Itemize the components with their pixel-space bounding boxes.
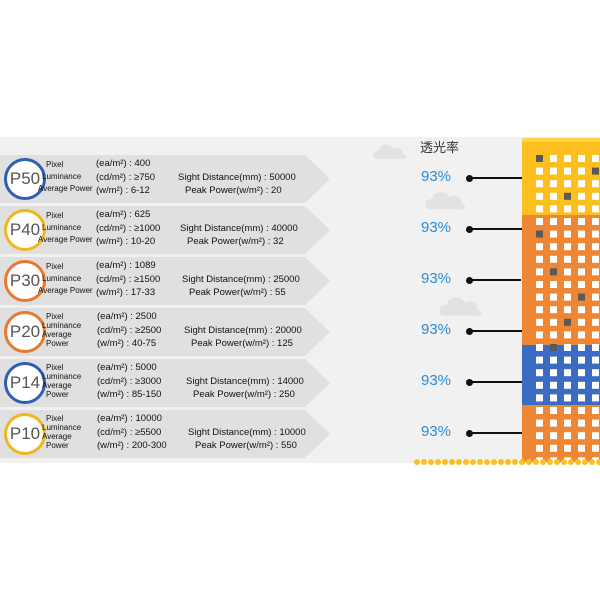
field-label: Average [42, 432, 72, 441]
transmittance-value: 93% [421, 270, 452, 287]
field-label: Pixel [46, 211, 64, 220]
transmittance-value: 93% [421, 219, 452, 236]
pixel-value: (ea/m²) : 625 [96, 209, 151, 220]
sight-distance-value: Sight Distance(mm) : 20000 [184, 325, 302, 336]
field-label: Pixel [46, 363, 64, 372]
peak-power-value: Peak Power(w/m²) : 55 [189, 287, 286, 298]
model-badge: P40 [4, 209, 46, 251]
leader-line [470, 381, 522, 383]
sight-distance-value: Sight Distance(mm) : 25000 [182, 274, 300, 285]
leader-dot [466, 225, 473, 233]
luminance-value: (cd/m²) : ≥3000 [97, 376, 162, 387]
cloud-icon [439, 297, 482, 316]
field-label: Luminance [42, 321, 82, 330]
field-label: Pixel [46, 414, 64, 423]
average-power-value: (w/m²) : 40-75 [97, 338, 157, 349]
arrow-banner [0, 359, 330, 407]
leader-dot [466, 174, 473, 182]
model-badge: P14 [4, 362, 46, 404]
model-badge: P10 [4, 413, 46, 455]
field-label: Pixel [46, 312, 64, 321]
cloud-icon [373, 144, 406, 159]
sight-distance-value: Sight Distance(mm) : 40000 [180, 223, 298, 234]
average-power-value: (w/m²) : 6-12 [96, 185, 150, 196]
peak-power-value: Peak Power(w/m²) : 125 [191, 338, 293, 349]
average-power-value: (w/m²) : 17-33 [96, 287, 156, 298]
transmittance-value: 93% [421, 168, 452, 185]
field-label: Luminance [42, 172, 82, 181]
luminance-value: (cd/m²) : ≥750 [96, 172, 156, 183]
field-label: Luminance [42, 423, 82, 432]
transmittance-value: 93% [421, 372, 452, 389]
field-label: Pixel [46, 160, 64, 169]
sight-distance-value: Sight Distance(mm) : 10000 [188, 427, 306, 438]
field-label: Average [42, 381, 72, 390]
transmittance-header: 透光率 [420, 140, 460, 155]
pixel-value: (ea/m²) : 10000 [97, 413, 162, 424]
field-label: Average Power [38, 286, 93, 295]
sight-distance-value: Sight Distance(mm) : 50000 [178, 172, 296, 183]
pixel-value: (ea/m²) : 2500 [97, 311, 157, 322]
field-label: Luminance [42, 372, 82, 381]
field-label: Average [42, 330, 72, 339]
luminance-value: (cd/m²) : ≥5500 [97, 427, 162, 438]
leader-line [470, 330, 524, 332]
arrow-banner [0, 308, 330, 356]
luminance-value: (cd/m²) : ≥1000 [96, 223, 161, 234]
field-label: Power [46, 441, 69, 450]
peak-power-value: Peak Power(w/m²) : 32 [187, 236, 284, 247]
peak-power-value: Peak Power(w/m²) : 550 [195, 440, 297, 451]
peak-power-value: Peak Power(w/m²) : 250 [193, 389, 295, 400]
pixel-value: (ea/m²) : 400 [96, 158, 151, 169]
field-label: Pixel [46, 262, 64, 271]
field-label: Power [46, 339, 69, 348]
model-badge: P50 [4, 158, 46, 200]
leader-dot [466, 429, 473, 437]
field-label: Average Power [38, 184, 93, 193]
luminance-value: (cd/m²) : ≥1500 [96, 274, 161, 285]
luminance-value: (cd/m²) : ≥2500 [97, 325, 162, 336]
arrow-banner [0, 410, 330, 458]
peak-power-value: Peak Power(w/m²) : 20 [185, 185, 282, 196]
leader-dot [466, 276, 473, 284]
model-badge: P30 [4, 260, 46, 302]
average-power-value: (w/m²) : 200-300 [97, 440, 167, 451]
leader-dot [466, 327, 473, 335]
leader-line [470, 228, 522, 230]
arrow-banner [0, 257, 330, 305]
leader-line [470, 279, 521, 281]
field-label: Luminance [42, 274, 82, 283]
transmittance-value: 93% [421, 423, 452, 440]
model-badge: P20 [4, 311, 46, 353]
arrow-banner [0, 206, 330, 254]
leader-line [470, 177, 526, 179]
field-label: Average Power [38, 235, 93, 244]
average-power-value: (w/m²) : 10-20 [96, 236, 156, 247]
arrow-banner [0, 155, 330, 203]
pixel-value: (ea/m²) : 1089 [96, 260, 156, 271]
average-power-value: (w/m²) : 85-150 [97, 389, 162, 400]
pixel-value: (ea/m²) : 5000 [97, 362, 157, 373]
leader-dot [466, 378, 473, 386]
cloud-icon [425, 192, 465, 210]
field-label: Power [46, 390, 69, 399]
sight-distance-value: Sight Distance(mm) : 14000 [186, 376, 304, 387]
field-label: Luminance [42, 223, 82, 232]
leader-line [470, 432, 522, 434]
transmittance-value: 93% [421, 321, 452, 338]
